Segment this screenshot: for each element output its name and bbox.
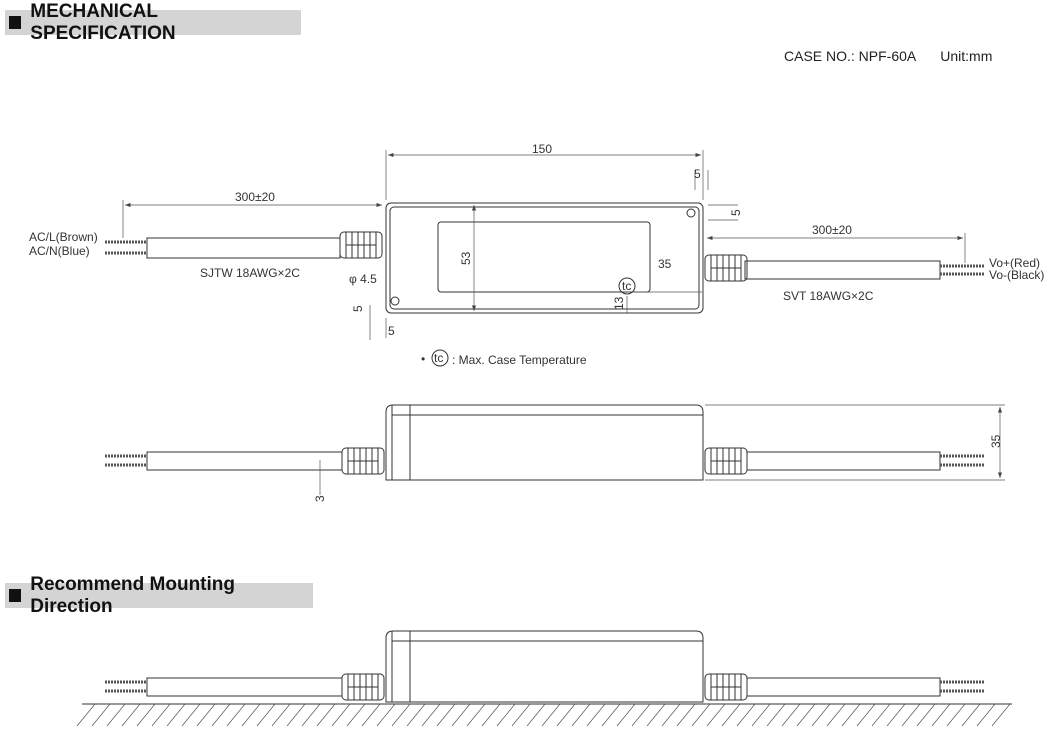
dim-height: 35	[989, 434, 1003, 448]
wire-ac-n: AC/N(Blue)	[29, 244, 90, 258]
square-bullet-icon	[9, 589, 22, 602]
dim-hole-x2: 5	[388, 324, 395, 338]
tc-legend: • tc : Max. Case Temperature	[421, 349, 587, 367]
dim-hole-diameter: φ 4.5	[349, 272, 377, 286]
section-title: Recommend Mounting Direction	[30, 573, 235, 617]
tc-marker: tc	[622, 279, 631, 293]
mounting-view	[76, 630, 1012, 727]
dim-tc-x: 35	[658, 257, 672, 271]
section-header-mechanical: MECHANICAL SPECIFICATION	[5, 1, 301, 44]
cable-input-spec: SJTW 18AWG×2C	[200, 266, 300, 280]
top-view: tc 150 300±20 300±20 53 35 13 5 5 5 5 φ …	[29, 142, 1044, 340]
wire-vo-pos: Vo+(Red)	[989, 256, 1040, 270]
dim-tc-y: 13	[612, 296, 626, 310]
dim-cable-right: 300±20	[812, 223, 852, 237]
dim-offset: 3	[313, 495, 327, 502]
dim-hole-y: 5	[729, 209, 743, 216]
dim-cable-left: 300±20	[235, 190, 275, 204]
svg-text:•: •	[421, 352, 425, 366]
tc-legend-text: : Max. Case Temperature	[452, 353, 587, 367]
side-view: 35 3	[105, 404, 1005, 502]
dim-hole-y2: 5	[351, 305, 365, 312]
case-info: CASE NO.: NPF-60A Unit:mm	[784, 48, 992, 64]
tc-symbol: tc	[434, 351, 443, 365]
section-title: MECHANICAL SPECIFICATION	[30, 0, 176, 44]
dim-hole-x: 5	[694, 167, 701, 181]
unit-label: Unit:mm	[940, 48, 993, 64]
section-header-mounting: Recommend Mounting Direction	[5, 574, 313, 617]
dim-length: 150	[532, 142, 552, 156]
cable-output-spec: SVT 18AWG×2C	[783, 289, 874, 303]
case-number: CASE NO.: NPF-60A	[784, 48, 917, 64]
square-bullet-icon	[9, 16, 22, 29]
wire-ac-l: AC/L(Brown)	[29, 230, 98, 244]
dim-width: 53	[459, 251, 473, 265]
ground-hatch	[76, 703, 1011, 727]
wire-vo-neg: Vo-(Black)	[989, 268, 1044, 282]
